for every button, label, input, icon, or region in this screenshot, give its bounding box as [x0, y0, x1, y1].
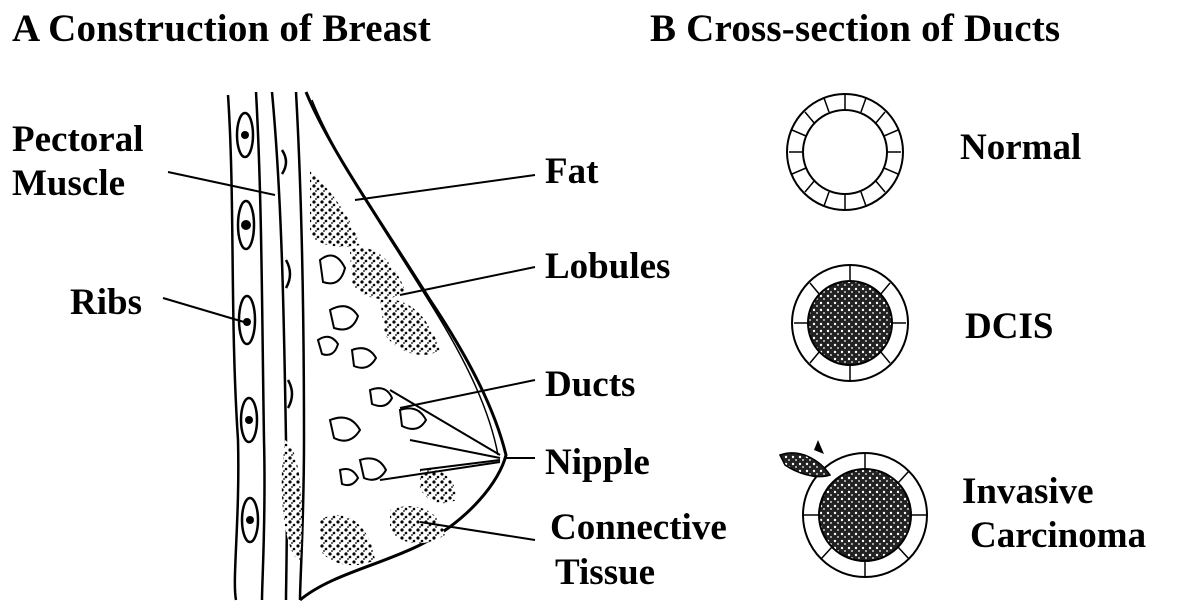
- label-dcis: DCIS: [965, 307, 1053, 347]
- normal-duct: [787, 94, 903, 210]
- label-invasive: Invasive: [962, 472, 1094, 512]
- dcis-duct: [792, 265, 908, 381]
- label-carcinoma: Carcinoma: [970, 516, 1146, 556]
- label-normal: Normal: [960, 128, 1081, 168]
- invasive-carcinoma-duct: [780, 440, 927, 577]
